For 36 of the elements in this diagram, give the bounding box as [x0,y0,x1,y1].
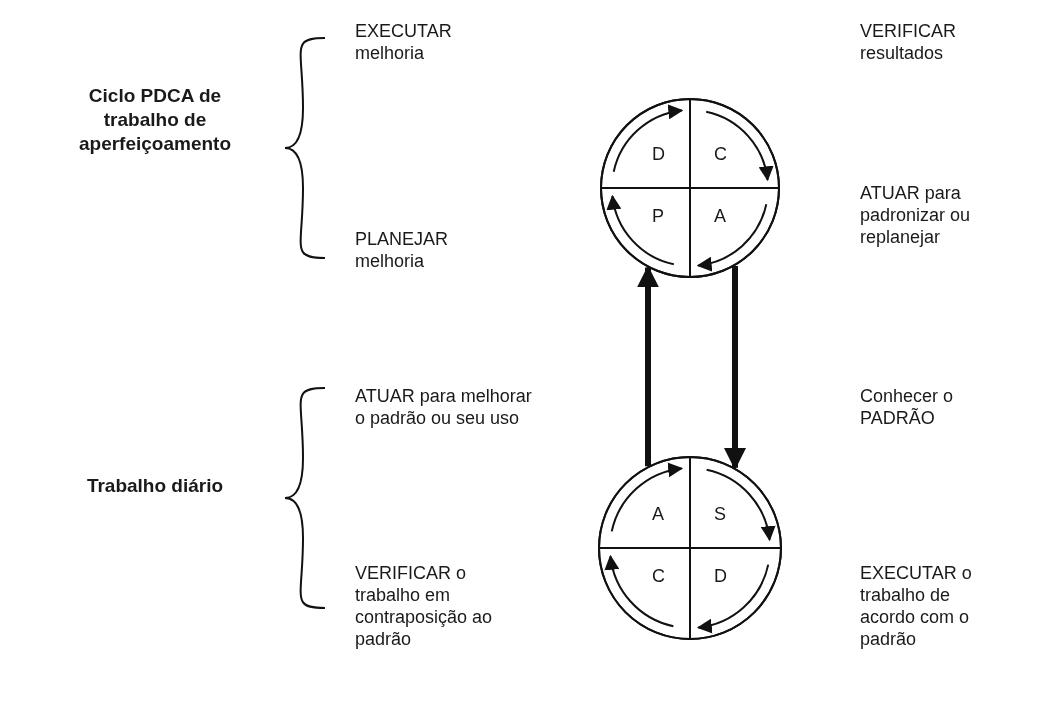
quadrant-letter: C [652,566,665,586]
quadrant-letter: A [652,504,664,524]
side-note: PLANEJAR melhoria [355,228,450,272]
quadrant-segment [598,456,690,548]
cycle-arrow [696,203,768,271]
cycle-arrow [696,563,770,633]
quadrant-letter: C [714,144,727,164]
quadrant-letter: A [714,206,726,226]
cycle-arrow [705,468,775,542]
side-note: ATUAR para melhorar o padrão ou seu uso [355,385,533,429]
group-label: Trabalho diário [85,474,225,498]
cycle-arrow [605,554,675,628]
side-note: EXECUTAR melhoria [355,20,453,64]
side-note: ATUAR para padronizar ou replanejar [860,182,972,248]
quadrant-segment [690,456,782,548]
quadrant-letter: P [652,206,664,226]
cycle-arrow [612,105,684,173]
side-note: Conhecer o PADRÃO [860,385,955,429]
quadrant-segment [598,548,690,640]
side-note: VERIFICAR resultados [860,20,957,64]
quadrant-segment [690,188,780,278]
side-note: EXECUTAR o trabalho de acordo com o padrão [860,562,973,650]
side-note: VERIFICAR o trabalho em contraposição ao padrão [355,562,494,650]
thick-arrow [637,265,659,467]
quadrant-segment [600,188,690,278]
quadrant-segment [690,548,782,640]
quadrant-letter: S [714,504,726,524]
cycle-arrow [607,194,675,266]
cycle-arrow [705,110,773,182]
thick-arrow [724,265,746,470]
cycle-arrow [610,463,684,533]
quadrant-letter: D [652,144,665,164]
quadrant-segment [600,98,690,188]
quadrant-segment [690,98,780,188]
group-label: Ciclo PDCA de trabalho de aperfeiçoamento [77,84,232,156]
quadrant-letter: D [714,566,727,586]
